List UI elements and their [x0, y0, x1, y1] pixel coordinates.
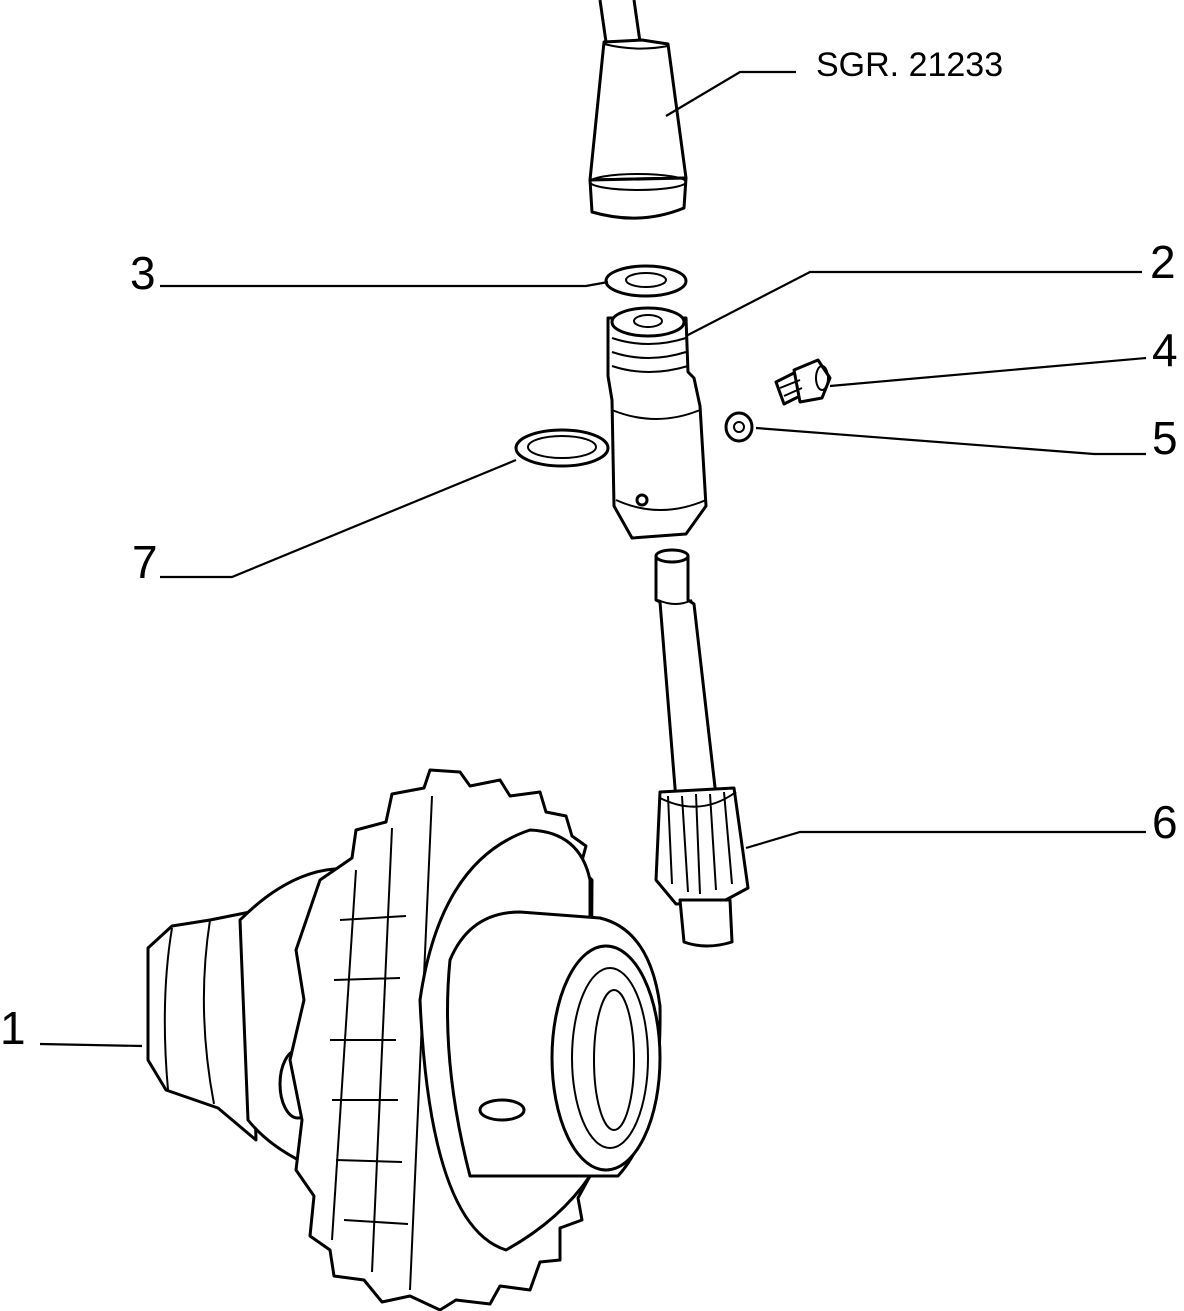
leader-line-4	[829, 356, 1147, 388]
bushing-part-2	[606, 306, 708, 540]
callout-number-6: 6	[1152, 796, 1178, 848]
leader-line-5	[755, 426, 1146, 456]
callout-number-4: 4	[1152, 324, 1178, 376]
callout-number-2: 2	[1150, 236, 1176, 288]
washer-part-5	[724, 411, 754, 443]
driven-gear-shaft-part-6	[654, 548, 750, 948]
leader-line-2	[685, 270, 1142, 337]
washer-part-3	[604, 264, 688, 298]
leader-line-6	[745, 830, 1146, 850]
speedometer-cable	[588, 0, 688, 220]
callout-number-5: 5	[1152, 412, 1178, 464]
callout-number-3: 3	[130, 247, 156, 299]
leader-line-7	[160, 458, 517, 579]
leader-line-3	[160, 280, 609, 288]
reference-code-label: SGR. 21233	[816, 46, 1003, 84]
leader-line-ref	[665, 70, 796, 117]
callout-number-7: 7	[132, 536, 158, 588]
screw-part-4	[774, 358, 832, 406]
leader-line-1	[39, 1042, 143, 1048]
leader-lines	[39, 70, 1147, 1048]
callout-number-1: 1	[0, 1002, 26, 1054]
o-ring-part-7	[514, 428, 610, 468]
differential-assembly-part-1	[146, 768, 662, 1311]
